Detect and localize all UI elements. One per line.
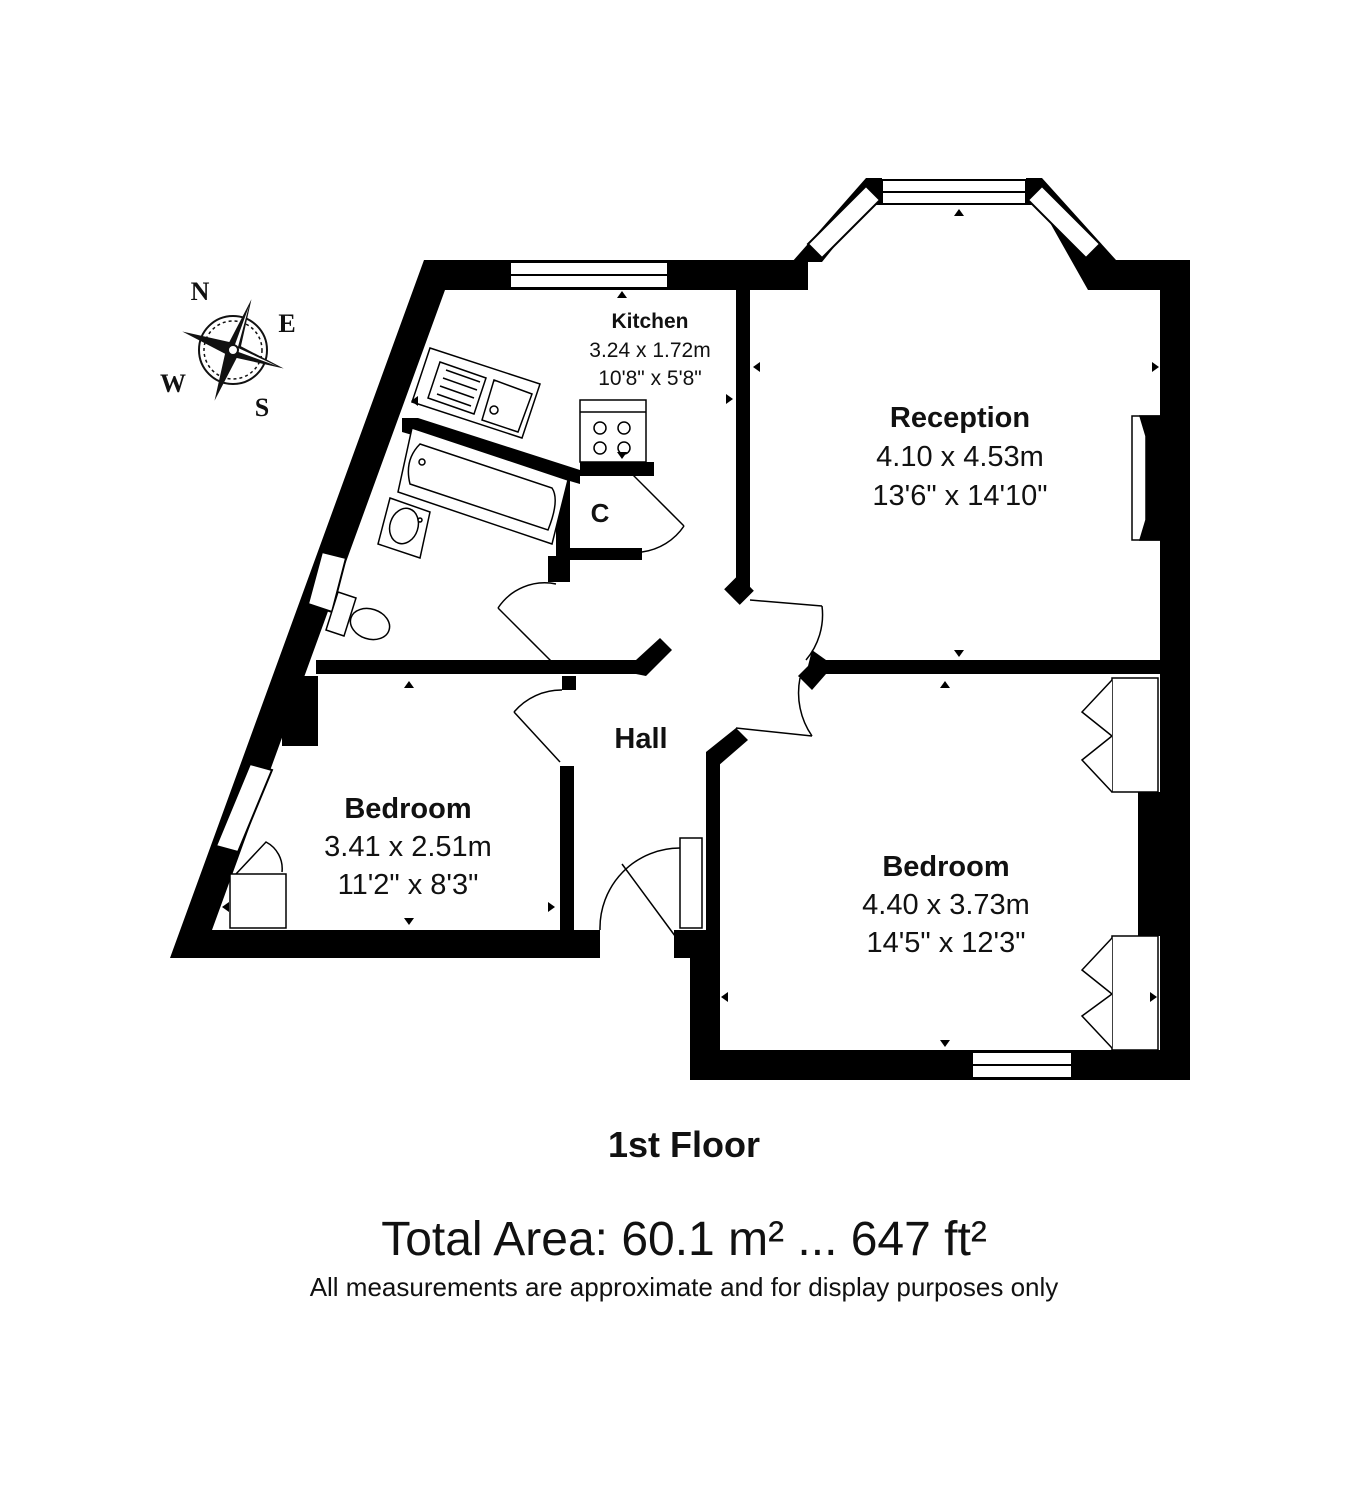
reception-metric: 4.10 x 4.53m bbox=[876, 441, 1044, 473]
reception-label: Reception 4.10 x 4.53m 13'6" x 14'10" bbox=[872, 402, 1047, 512]
bedroom-2-metric: 4.40 x 3.73m bbox=[862, 889, 1030, 921]
basin-icon bbox=[377, 497, 431, 559]
bedroom-1-label: Bedroom 3.41 x 2.51m 11'2" x 8'3" bbox=[324, 793, 492, 901]
disclaimer: All measurements are approximate and for… bbox=[309, 1272, 1059, 1302]
reception-name: Reception bbox=[890, 402, 1030, 434]
windows bbox=[214, 179, 1102, 1079]
cupboard-label: C bbox=[591, 498, 610, 528]
wardrobe-bottom bbox=[1080, 935, 1159, 1051]
compass-west-label: W bbox=[160, 369, 186, 398]
kitchen-label: Kitchen 3.24 x 1.72m 10'8" x 5'8" bbox=[589, 310, 710, 390]
sink-icon bbox=[411, 347, 541, 439]
bedroom-1-metric: 3.41 x 2.51m bbox=[324, 831, 492, 863]
hall-label: Hall bbox=[614, 723, 667, 755]
kitchen-imperial: 10'8" x 5'8" bbox=[598, 367, 702, 390]
kitchen-metric: 3.24 x 1.72m bbox=[589, 339, 710, 362]
total-area: Total Area: 60.1 m² ... 647 ft² bbox=[381, 1213, 987, 1266]
toilet-icon bbox=[325, 591, 391, 641]
bedroom-2-name: Bedroom bbox=[882, 851, 1009, 883]
floor-label: 1st Floor bbox=[607, 1124, 760, 1165]
wardrobe-top bbox=[1080, 677, 1159, 793]
bath-icon bbox=[397, 427, 569, 545]
bedroom-1-name: Bedroom bbox=[344, 793, 471, 825]
bedroom-2-label: Bedroom 4.40 x 3.73m 14'5" x 12'3" bbox=[862, 851, 1030, 959]
compass-icon: N E S W bbox=[160, 277, 296, 422]
cooker-icon bbox=[579, 399, 647, 463]
compass-east-label: E bbox=[278, 309, 295, 338]
measurement-arrows bbox=[222, 209, 1159, 1047]
doors bbox=[235, 465, 824, 941]
kitchen-name: Kitchen bbox=[611, 310, 688, 333]
compass-north-label: N bbox=[191, 277, 210, 306]
reception-imperial: 13'6" x 14'10" bbox=[872, 480, 1047, 512]
compass-south-label: S bbox=[255, 393, 269, 422]
bedroom-1-imperial: 11'2" x 8'3" bbox=[338, 869, 479, 901]
bedroom-2-imperial: 14'5" x 12'3" bbox=[866, 927, 1025, 959]
fireplace-icon bbox=[1131, 415, 1161, 541]
inner-walls bbox=[282, 290, 1160, 936]
